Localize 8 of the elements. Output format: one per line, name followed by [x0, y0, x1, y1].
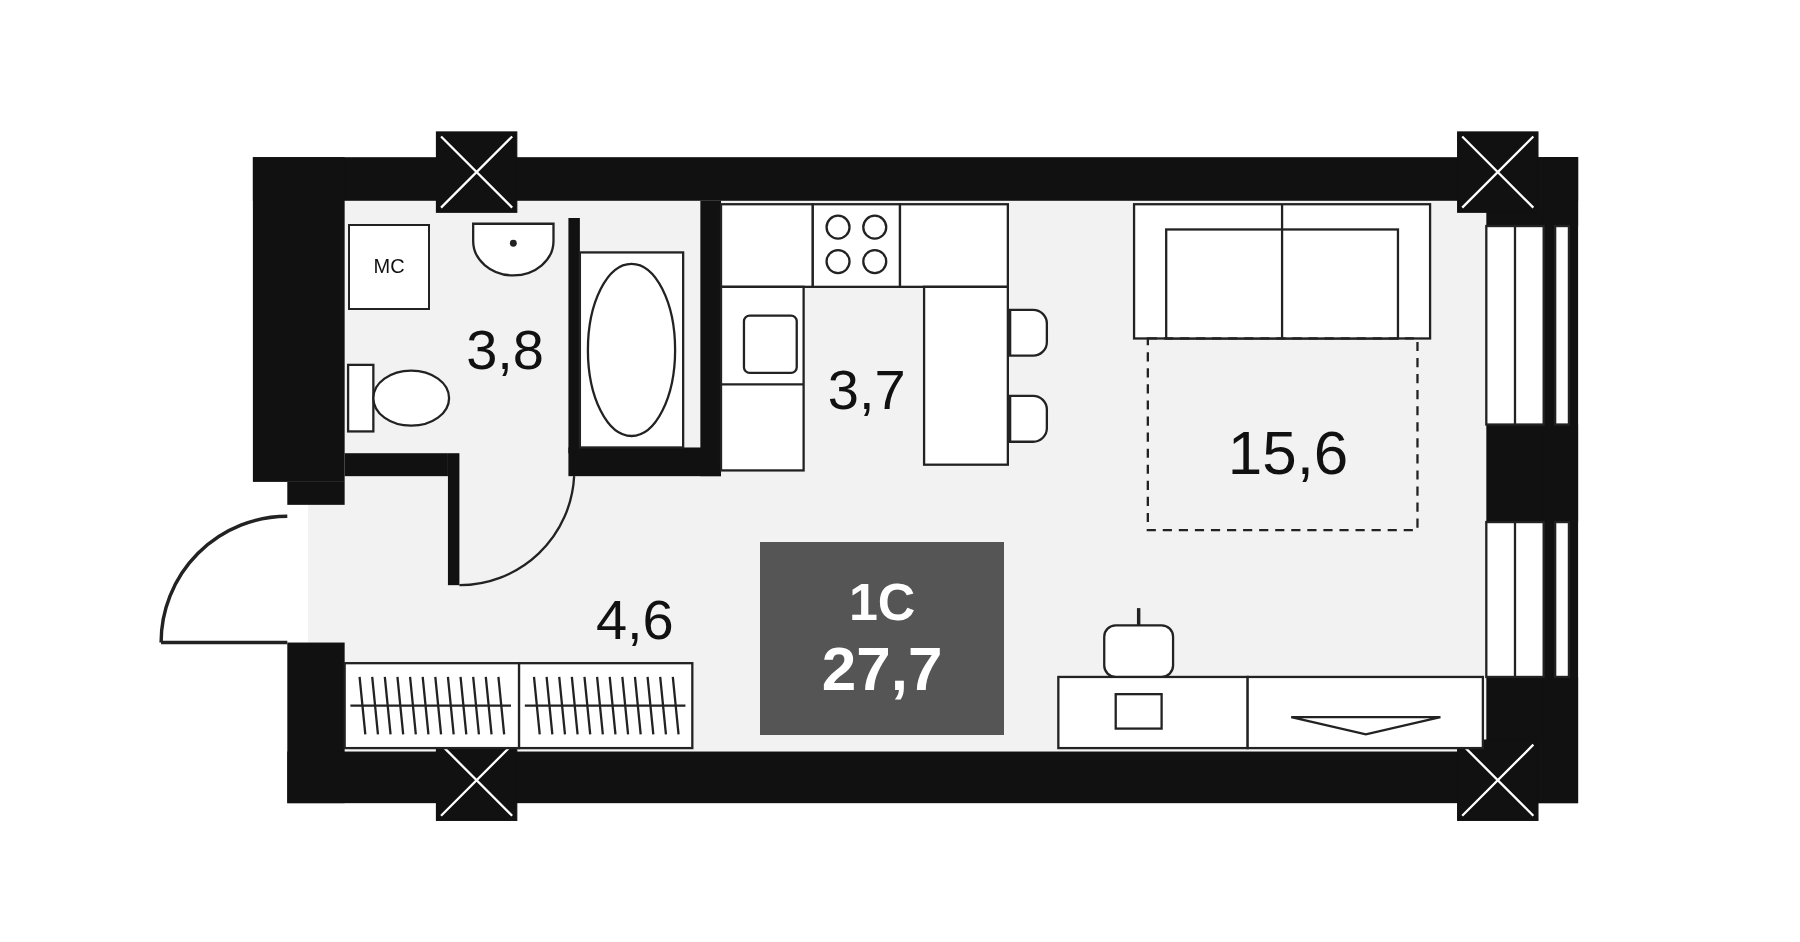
- apartment-type-label: 1С: [848, 576, 916, 629]
- room-area-label: 4,6: [595, 591, 674, 648]
- room-area-label: 3,7: [827, 362, 906, 419]
- room-area-label: 3,8: [466, 322, 544, 379]
- room-area-label: 15,6: [1227, 422, 1349, 485]
- apartment-badge: [759, 541, 1005, 735]
- appliance-box: МС: [347, 223, 431, 310]
- total-area-label: 27,7: [821, 638, 943, 701]
